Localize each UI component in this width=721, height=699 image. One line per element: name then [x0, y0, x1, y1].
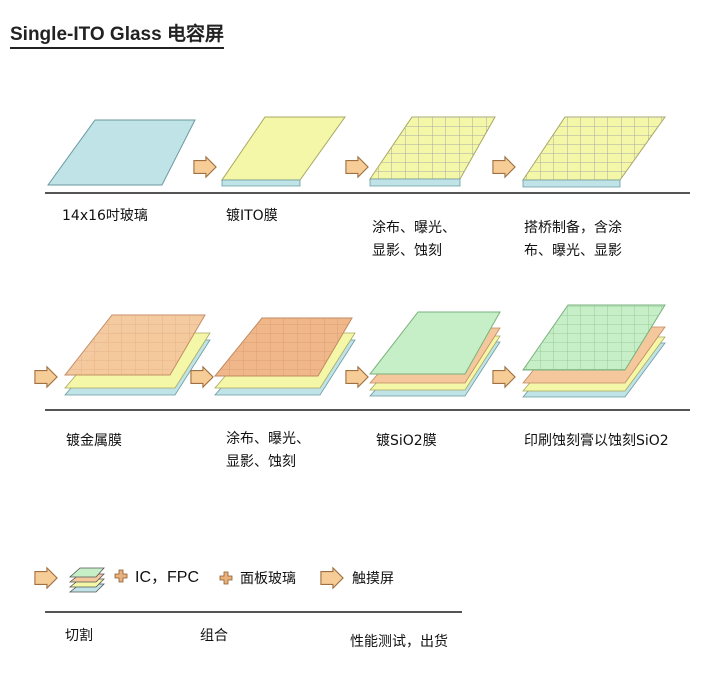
step-label-etch-line2: 显影、蚀刻 — [372, 243, 442, 259]
arrow-icon — [492, 366, 516, 388]
arrow-icon — [345, 156, 369, 178]
step-label-sio2-etch: 印刷蚀刻膏以蚀刻SiO2 — [524, 433, 669, 449]
step-label-test-ship: 性能测试，出货 — [350, 634, 448, 650]
arrow-icon — [345, 366, 369, 388]
patterned-sio2-icon — [522, 304, 666, 398]
arrow-icon — [193, 156, 217, 178]
step-label-sio2: 镀SiO2膜 — [376, 433, 437, 449]
metal-film-icon — [63, 314, 211, 396]
step-label-bridge-line1: 搭桥制备，含涂 — [524, 220, 622, 236]
glass-plate-icon — [47, 119, 196, 186]
step-label-etch-line1: 涂布、曝光、 — [372, 220, 456, 236]
arrow-icon — [492, 156, 516, 178]
arrow-icon — [190, 366, 214, 388]
arrow-icon — [34, 366, 58, 388]
patterned-metal-icon — [213, 317, 356, 396]
sio2-film-icon — [368, 311, 501, 397]
ic-fpc-label: IC，FPC — [135, 569, 200, 586]
bridge-layer-icon — [522, 116, 666, 188]
patterned-ito-icon — [369, 116, 496, 187]
step-label-glass: 14x16吋玻璃 — [62, 208, 148, 224]
step-label-cut: 切割 — [65, 628, 93, 644]
arrow-icon — [34, 567, 58, 589]
step-label-ito: 镀ITO膜 — [226, 208, 278, 224]
touch-screen-label: 触摸屏 — [352, 571, 394, 587]
ito-glass-icon — [221, 116, 346, 187]
step-label-metal: 镀金属膜 — [66, 433, 122, 449]
step-label-assemble: 组合 — [200, 628, 228, 644]
step-label-bridge-line2: 布、曝光、显影 — [524, 243, 622, 259]
page-title: Single-ITO Glass 电容屏 — [10, 24, 224, 49]
stacked-panels-icon — [68, 567, 105, 593]
plus-icon — [219, 571, 233, 585]
arrow-icon — [320, 567, 344, 589]
panel-glass-label: 面板玻璃 — [240, 571, 296, 587]
step-label-metal-etch-line1: 涂布、曝光、 — [226, 431, 310, 447]
plus-icon — [114, 569, 128, 583]
step-label-metal-etch-line2: 显影、蚀刻 — [226, 454, 296, 470]
